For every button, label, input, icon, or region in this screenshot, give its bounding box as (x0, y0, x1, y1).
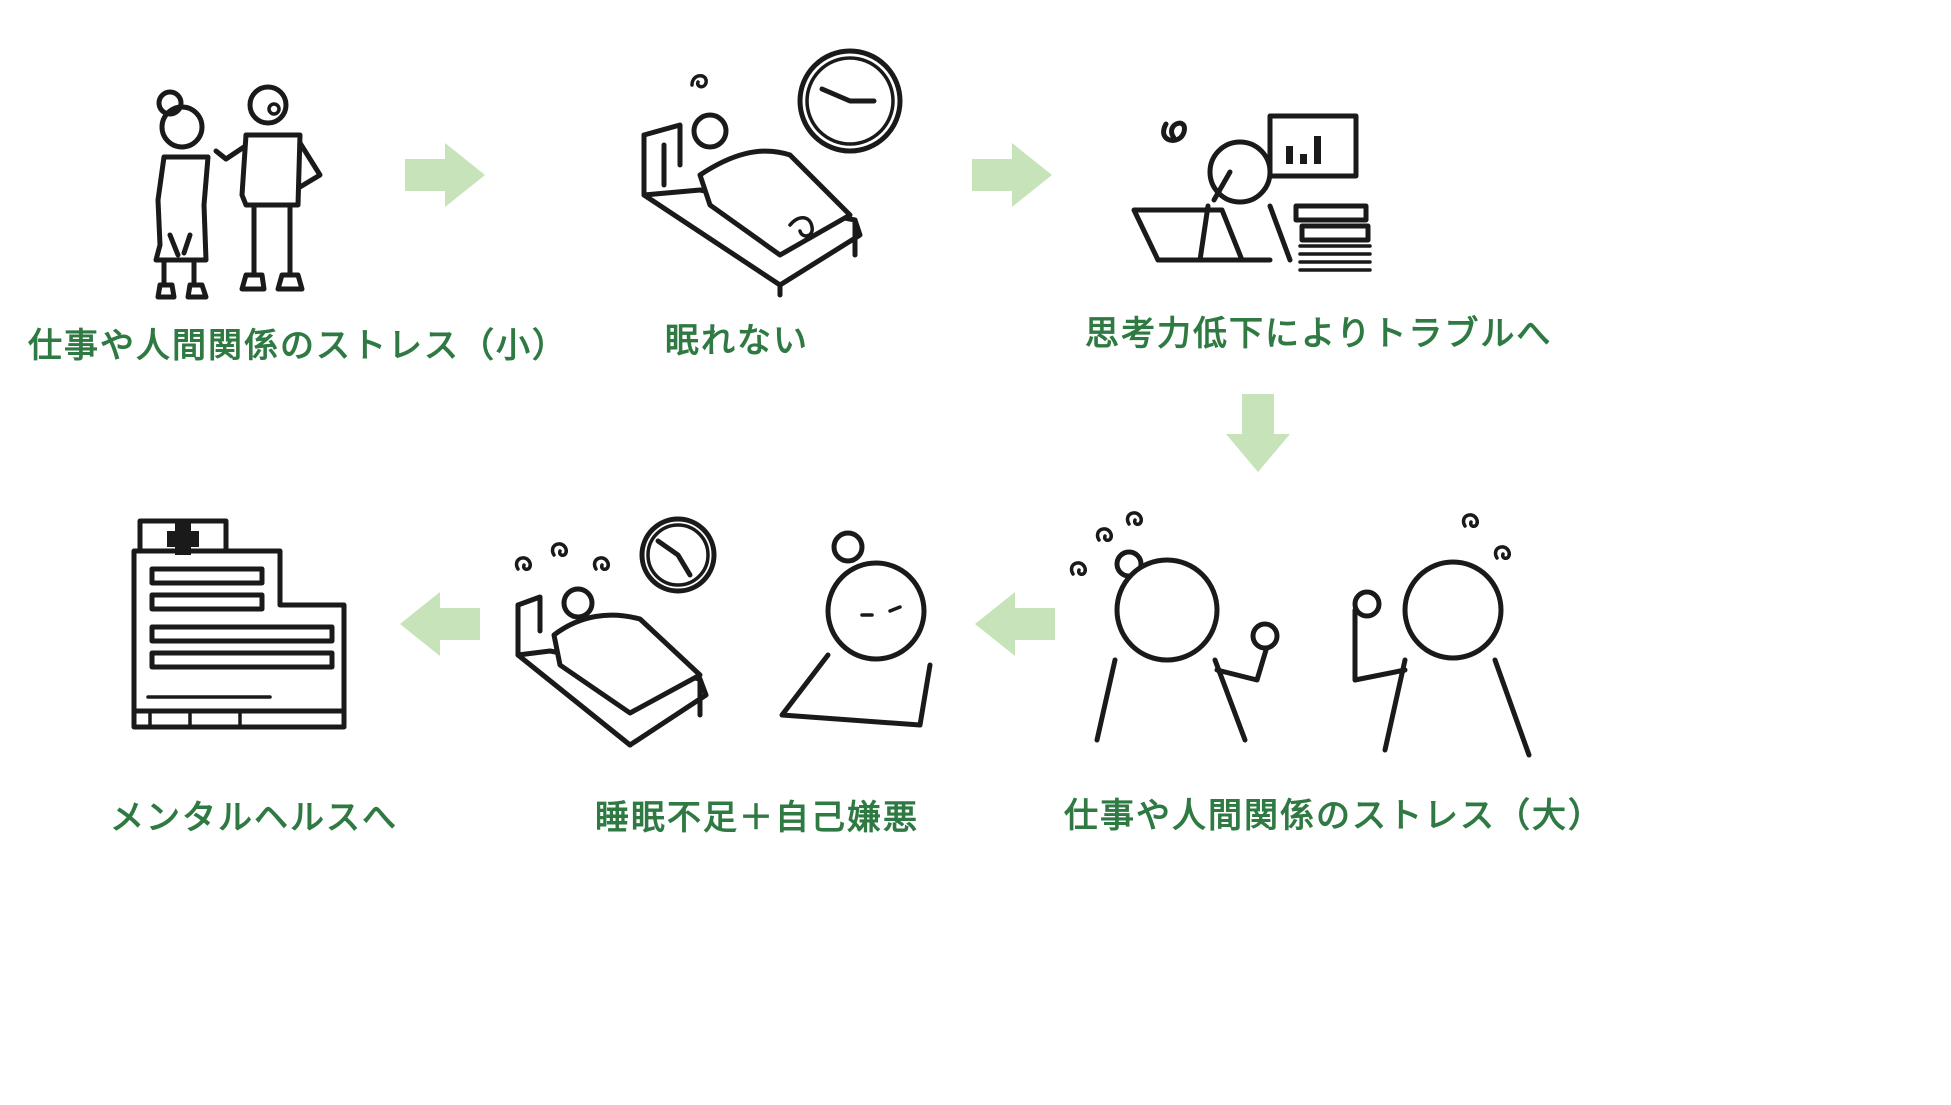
step1-caption: 仕事や人間関係のストレス（小） (28, 326, 568, 366)
arrow-right-icon (972, 143, 1052, 211)
step2-caption: 眠れない (665, 321, 809, 361)
stressed-worker-illustration (1130, 110, 1380, 280)
arrow-down-icon (1226, 394, 1290, 476)
sleepless-bed-illustration (640, 45, 910, 305)
sleepless-depressed-illustration (510, 515, 940, 755)
arrow-left-icon (975, 592, 1055, 660)
two-angry-people-illustration (1055, 510, 1535, 765)
two-colleagues-illustration (150, 84, 410, 375)
step4-caption: 仕事や人間関係のストレス（大） (1064, 796, 1604, 836)
hospital-building-illustration (130, 515, 350, 735)
step5-caption: 睡眠不足＋自己嫌悪 (595, 798, 919, 838)
arrow-right-icon (405, 143, 485, 211)
step3-caption: 思考力低下によりトラブルへ (1085, 314, 1553, 354)
arrow-left-icon (400, 592, 480, 660)
step6-caption: メンタルヘルスへ (110, 798, 398, 838)
